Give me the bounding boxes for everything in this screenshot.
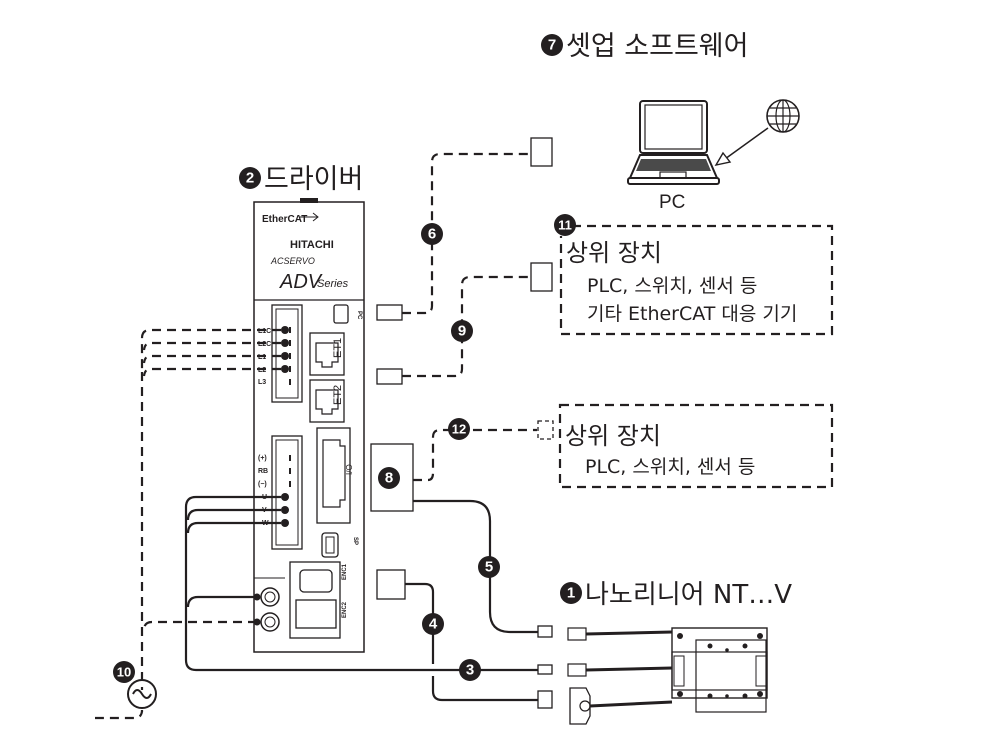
pc-label: PC <box>659 192 685 213</box>
motor-power-lines <box>184 495 540 672</box>
badge-5-text: 5 <box>485 559 493 576</box>
terminal-pins <box>253 326 291 626</box>
badge-10: 10 <box>113 661 135 683</box>
power-input-lines <box>95 328 281 720</box>
terminal-rb: RB <box>258 468 268 475</box>
cable-4-end <box>537 690 553 709</box>
driver-unit: EtherCAT HITACHI ACSERVO ADV Series PC E… <box>253 198 365 653</box>
port-label-et2: ET2 <box>332 385 344 405</box>
terminal-l2: L2 <box>258 367 266 374</box>
badge-11 <box>554 214 576 236</box>
cable-6: 6 <box>376 137 553 321</box>
cable-6-pc-end <box>530 137 553 167</box>
power-terminal-block <box>271 304 303 403</box>
io-unit: 8 <box>370 443 414 512</box>
badge-4 <box>422 613 444 635</box>
badge-11-text: 11 <box>558 218 572 233</box>
sp-port[interactable] <box>321 532 339 558</box>
cable-4: 4 <box>376 569 553 709</box>
badge-3-text: 3 <box>466 662 474 679</box>
port-label-sp: SP <box>352 537 358 545</box>
cable-3-end <box>537 664 553 675</box>
laptop-icon <box>627 100 720 185</box>
terminal-l3: L3 <box>258 379 266 386</box>
pc-usb-port[interactable] <box>333 304 349 324</box>
actuator-label: 나노리니어 NT…V <box>585 580 792 610</box>
port-label-enc1: ENC1 <box>342 563 348 580</box>
download-arrow <box>714 127 769 167</box>
host-device-line1: PLC, 스위치, 센서 등 <box>587 275 757 297</box>
cable-5-end <box>537 625 553 638</box>
badge-12 <box>448 418 470 440</box>
model-label: ADV <box>279 271 323 293</box>
cable-9-host-end <box>530 262 553 292</box>
badge-9 <box>451 320 473 342</box>
terminal-plus: (+) <box>258 455 267 462</box>
badge-5 <box>478 556 500 578</box>
driver-title: 2 드라이버 <box>239 164 363 195</box>
nanolinear-stage-icon <box>567 627 768 725</box>
cable-12: 12 <box>413 418 554 482</box>
driver-label: 드라이버 <box>264 164 363 195</box>
badge-2 <box>239 167 261 189</box>
host-device-io-title: 상위 장치 <box>565 422 661 450</box>
port-label-enc2: ENC2 <box>342 601 348 618</box>
badge-6-text: 6 <box>428 226 436 243</box>
host-device-io: 상위 장치 PLC, 스위치, 센서 등 <box>558 403 834 489</box>
badge-4-text: 4 <box>429 616 438 633</box>
setup-software-title: 7 셋업 소프트웨어 <box>541 31 748 62</box>
cable-9: 9 <box>376 262 553 385</box>
motor-terminal-labels: (+) RB (−) U V W <box>258 455 269 527</box>
terminal-minus: (−) <box>258 481 267 488</box>
port-label-et1: ET1 <box>332 338 344 358</box>
round-connector-1[interactable] <box>260 587 280 607</box>
host-device-ethercat: 11 상위 장치 PLC, 스위치, 센서 등 기타 EtherCAT 대응 기… <box>554 214 834 336</box>
terminal-l1: L1 <box>258 354 266 361</box>
setup-software-label: 셋업 소프트웨어 <box>566 31 748 62</box>
cable-9-driver-end <box>376 368 403 385</box>
motor-terminal-block <box>271 435 303 550</box>
badge-8 <box>378 467 400 489</box>
badge-7-text: 7 <box>548 37 556 54</box>
badge-1 <box>560 582 582 604</box>
cable-6-driver-end <box>376 304 403 321</box>
terminal-l1c: L1C <box>258 328 271 335</box>
badge-2-text: 2 <box>246 170 254 187</box>
badge-8-text: 8 <box>385 470 393 487</box>
et1-port[interactable] <box>309 332 345 376</box>
globe-icon <box>766 99 800 133</box>
cable-5: 5 <box>413 499 553 638</box>
ethercat-logo: EtherCAT <box>262 214 307 225</box>
et2-port[interactable] <box>309 379 345 423</box>
enc2-port[interactable] <box>295 599 337 629</box>
io-port[interactable] <box>316 427 351 524</box>
badge-1-text: 1 <box>567 585 575 602</box>
model-suffix-label: Series <box>317 278 349 290</box>
badge-7 <box>541 34 563 56</box>
actuator-title: 1 나노리니어 NT…V <box>560 580 792 610</box>
brand-label: HITACHI <box>290 239 334 251</box>
product-line-label: ACSERVO <box>270 256 315 266</box>
port-label-pc: PC <box>356 311 362 320</box>
round-connector-2[interactable] <box>260 612 280 632</box>
enc1-port[interactable] <box>299 569 333 593</box>
badge-3 <box>459 659 481 681</box>
badge-10-text: 10 <box>117 665 131 680</box>
badge-6 <box>421 223 443 245</box>
power-terminal-labels: L1C L2C L1 L2 L3 <box>258 328 271 386</box>
host-device-io-line1: PLC, 스위치, 센서 등 <box>585 456 755 478</box>
terminal-l2c: L2C <box>258 341 271 348</box>
cable-4-driver-end <box>376 569 406 600</box>
ac-power-source-icon <box>127 679 157 709</box>
badge-9-text: 9 <box>458 323 466 340</box>
port-label-io: I/O <box>345 464 354 475</box>
cable-3: 3 <box>459 659 553 681</box>
host-device-title: 상위 장치 <box>566 239 662 267</box>
cable-12-host-end <box>537 420 554 440</box>
host-device-line2: 기타 EtherCAT 대응 기기 <box>587 303 797 325</box>
badge-12-text: 12 <box>452 422 466 437</box>
